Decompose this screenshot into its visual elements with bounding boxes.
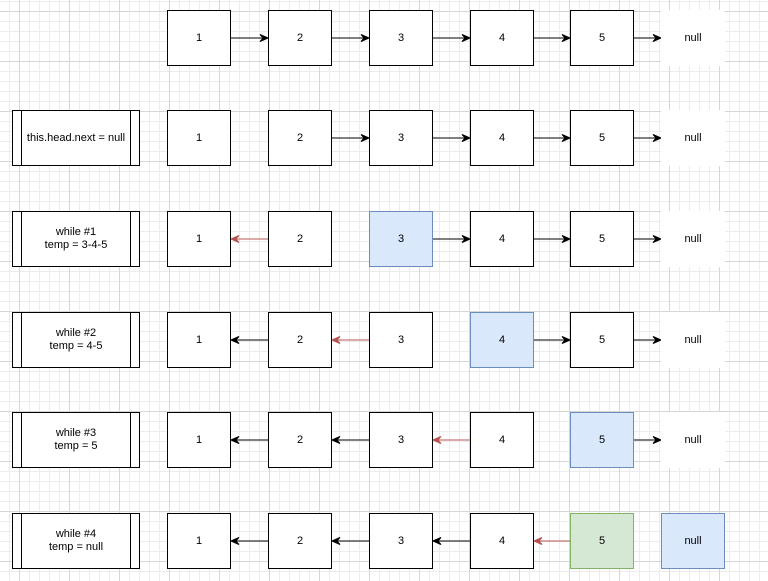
null-node: null (661, 211, 725, 267)
step-label-text: this.head.next = null (26, 131, 126, 144)
label-left-bar (12, 312, 22, 368)
list-node: 5 (570, 211, 634, 267)
step-label-box: while #3 temp = 5 (12, 412, 140, 468)
list-node: 5 (570, 10, 634, 66)
next-pointer-arrow (634, 235, 663, 243)
next-pointer-arrow (534, 336, 572, 344)
label-right-bar (130, 312, 140, 368)
list-node: 5 (570, 312, 634, 368)
list-node: 1 (167, 211, 231, 267)
next-pointer-arrow (634, 436, 663, 444)
reversed-pointer-arrow (229, 537, 268, 545)
list-node: 5 (570, 412, 634, 468)
next-pointer-arrow (534, 134, 572, 142)
list-node: 2 (268, 110, 332, 166)
next-pointer-arrow (332, 34, 371, 42)
list-node: 4 (470, 513, 534, 569)
reversed-pointer-arrow (330, 537, 369, 545)
step-label-text: while #3 temp = 5 (54, 427, 98, 452)
next-pointer-arrow (534, 235, 572, 243)
list-node: 4 (470, 412, 534, 468)
list-node: 4 (470, 110, 534, 166)
next-pointer-arrow (332, 134, 371, 142)
list-node: 1 (167, 110, 231, 166)
next-pointer-arrow (534, 34, 572, 42)
list-node: 4 (470, 10, 534, 66)
label-left-bar (12, 110, 22, 166)
null-node: null (661, 312, 725, 368)
list-node: 3 (369, 513, 433, 569)
step-label-box: this.head.next = null (12, 110, 140, 166)
list-node: 2 (268, 312, 332, 368)
new-reversed-pointer-arrow (532, 537, 570, 545)
reversed-pointer-arrow (229, 436, 268, 444)
list-node: 1 (167, 10, 231, 66)
next-pointer-arrow (433, 34, 472, 42)
next-pointer-arrow (433, 235, 472, 243)
list-node: 5 (570, 110, 634, 166)
list-node: 3 (369, 312, 433, 368)
label-right-bar (130, 110, 140, 166)
next-pointer-arrow (433, 134, 472, 142)
step-label-text: while #1 temp = 3-4-5 (44, 226, 108, 251)
list-node: 3 (369, 412, 433, 468)
label-right-bar (130, 211, 140, 267)
next-pointer-arrow (231, 34, 270, 42)
next-pointer-arrow (634, 134, 663, 142)
list-node: 1 (167, 513, 231, 569)
new-reversed-pointer-arrow (431, 436, 470, 444)
list-node: 3 (369, 211, 433, 267)
reversed-pointer-arrow (330, 436, 369, 444)
list-node: 4 (470, 312, 534, 368)
next-pointer-arrow (634, 336, 663, 344)
step-label-box: while #4 temp = null (12, 513, 140, 569)
new-reversed-pointer-arrow (330, 336, 369, 344)
list-node: 1 (167, 412, 231, 468)
null-node: null (661, 412, 725, 468)
list-node: 5 (570, 513, 634, 569)
new-reversed-pointer-arrow (229, 235, 268, 243)
label-right-bar (130, 412, 140, 468)
reversed-pointer-arrow (229, 336, 268, 344)
list-node: 4 (470, 211, 534, 267)
step-label-box: while #1 temp = 3-4-5 (12, 211, 140, 267)
list-node: 2 (268, 513, 332, 569)
null-node: null (661, 513, 725, 569)
step-label-text: while #2 temp = 4-5 (49, 327, 103, 352)
list-node: 2 (268, 10, 332, 66)
list-node: 2 (268, 412, 332, 468)
reversed-pointer-arrow (431, 537, 470, 545)
label-left-bar (12, 513, 22, 569)
list-node: 1 (167, 312, 231, 368)
next-pointer-arrow (634, 34, 663, 42)
list-node: 3 (369, 10, 433, 66)
list-node: 3 (369, 110, 433, 166)
label-left-bar (12, 211, 22, 267)
null-node: null (661, 110, 725, 166)
step-label-box: while #2 temp = 4-5 (12, 312, 140, 368)
step-label-text: while #4 temp = null (48, 528, 104, 553)
list-node: 2 (268, 211, 332, 267)
null-node: null (661, 10, 725, 66)
label-left-bar (12, 412, 22, 468)
label-right-bar (130, 513, 140, 569)
